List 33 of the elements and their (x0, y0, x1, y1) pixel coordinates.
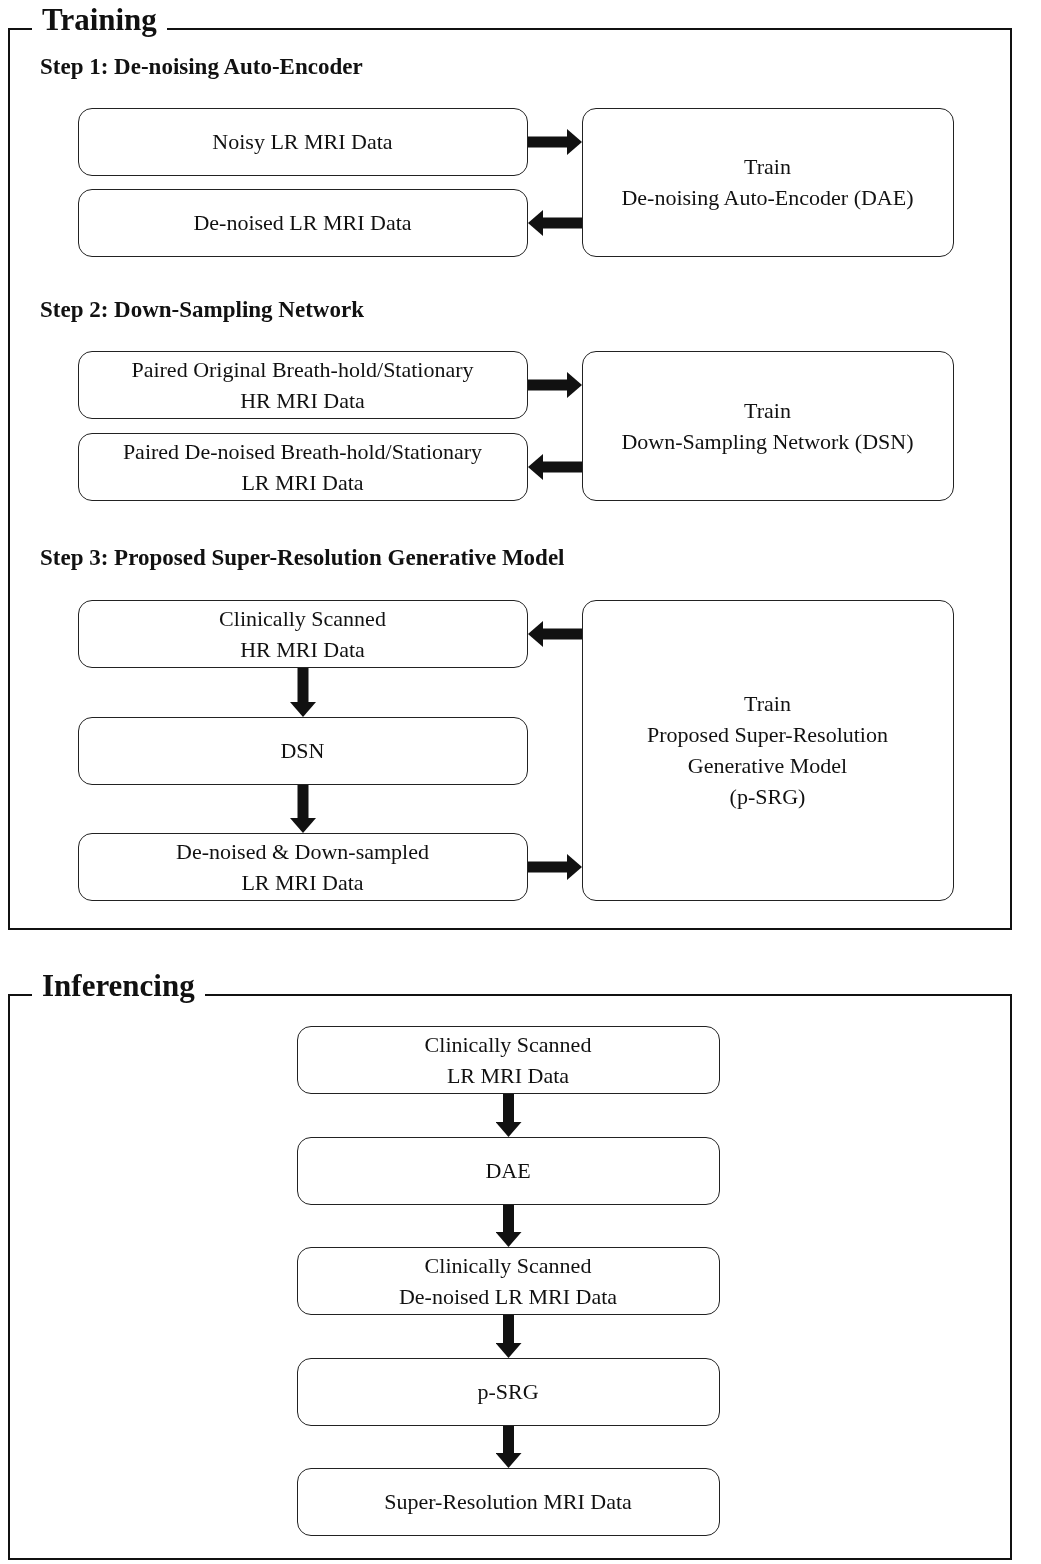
process-box (77, 716, 528, 785)
box-label: DAE (485, 1157, 531, 1185)
process-box (581, 599, 954, 901)
process-box (77, 432, 528, 501)
step-heading: Step 1: De-noising Auto-Encoder (40, 54, 363, 80)
box-label: Clinically Scanned HR MRI Data (219, 604, 386, 664)
process-box (77, 832, 528, 901)
step-heading: Step 2: Down-Sampling Network (40, 297, 364, 323)
box-label: Super-Resolution MRI Data (384, 1488, 632, 1516)
box-label: Train Proposed Super-Resolution Generative Model (p-SRG) (647, 690, 888, 811)
process-box (581, 350, 954, 501)
process-box (296, 1467, 720, 1536)
box-label: Paired Original Breath-hold/Stationary HR MRI Data (131, 355, 474, 415)
process-box (296, 1136, 720, 1205)
box-label: Clinically Scanned LR MRI Data (424, 1030, 592, 1090)
process-box (581, 107, 954, 257)
process-box (296, 1025, 720, 1094)
box-label: DSN (280, 737, 325, 765)
box-label: Train Down-Sampling Network (DSN) (621, 396, 914, 456)
box-label: p-SRG (477, 1378, 539, 1406)
process-box (77, 599, 528, 668)
process-box (77, 107, 528, 176)
process-box (296, 1357, 720, 1426)
box-label: Clinically Scanned De-noised LR MRI Data (398, 1251, 618, 1311)
process-box (77, 188, 528, 257)
box-label: Paired De-noised Breath-hold/Stationary LR MRI Data (122, 437, 483, 497)
box-label: De-noised & Down-sampled LR MRI Data (176, 837, 429, 897)
process-box (77, 350, 528, 419)
box-label: De-noised LR MRI Data (193, 209, 412, 237)
process-box (296, 1246, 720, 1315)
box-label: Noisy LR MRI Data (212, 128, 393, 156)
box-label: Train De-noising Auto-Encoder (DAE) (621, 153, 914, 212)
step-heading: Step 3: Proposed Super-Resolution Generative Model (40, 545, 565, 571)
